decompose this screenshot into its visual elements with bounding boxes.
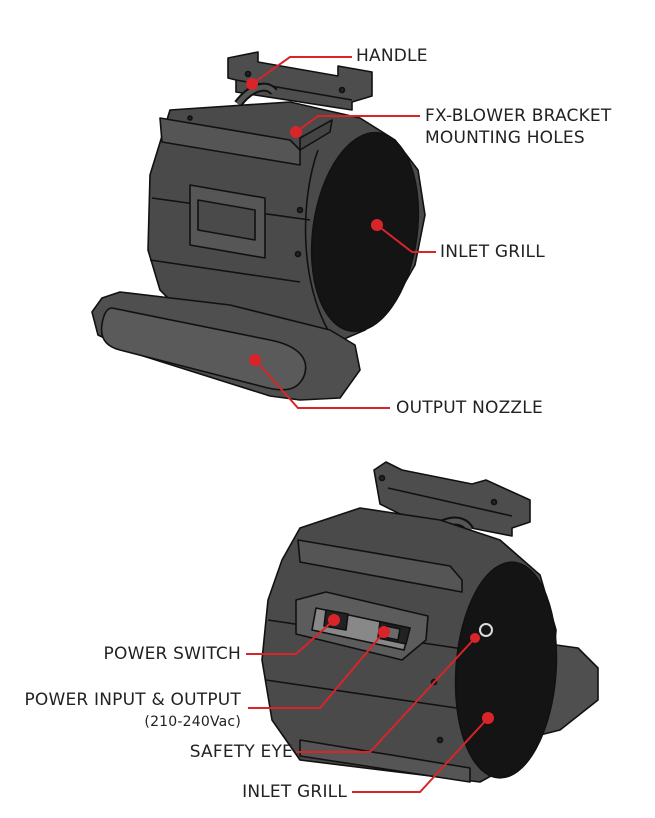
label-inlet-grill-top: INLET GRILL [440,242,545,262]
safety-eye-ring [479,623,493,637]
top-leaders [251,56,436,409]
bottom-leaders [246,619,489,793]
leader-handle [251,56,352,85]
inlet-grill [310,131,420,333]
label-bracket-line2: MOUNTING HOLES [425,128,585,148]
label-safety-eye: SAFETY EYE [189,742,293,762]
label-voltage: (210-240Vac) [144,714,241,730]
label-output-nozzle: OUTPUT NOZZLE [396,398,543,418]
rear-inlet-grill [454,561,558,779]
bottom-leader-dots [328,614,494,724]
leader-power-switch [246,619,335,655]
rear-handle-bracket [373,461,531,537]
leader-inlet-grill-top [376,224,436,253]
blower-rear-view [261,461,599,783]
label-bracket-line1: FX-BLOWER BRACKET [425,106,612,126]
leader-bracket [295,115,420,133]
label-power-switch: POWER SWITCH [103,644,241,664]
output-nozzle [100,307,307,391]
leader-output-nozzle [254,359,390,409]
blower-front-view [91,51,426,401]
label-power-io: POWER INPUT & OUTPUT [24,690,241,710]
top-leader-dots [246,78,383,366]
leader-inlet-grill-bottom [352,717,489,793]
label-inlet-grill-bottom: INLET GRILL [242,782,347,802]
leader-power-io [248,631,385,709]
leader-safety-eye [296,637,476,753]
label-handle: HANDLE [356,46,428,66]
